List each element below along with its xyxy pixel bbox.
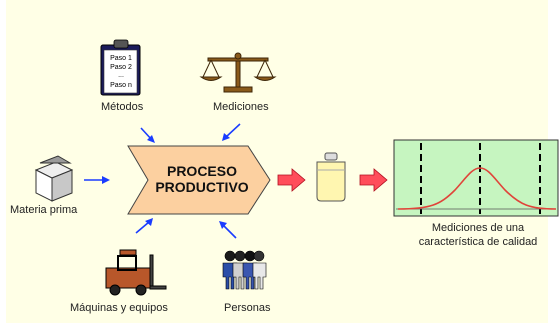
arrow-maquinas [135,218,153,234]
clipboard-line-2: Paso 2 [110,64,132,71]
label-maquinas: Máquinas y equipos [70,302,168,314]
product-jar-icon [316,152,346,202]
red-arrow-1 [277,168,306,192]
label-metodos: Métodos [101,101,144,113]
chart-caption-line1: Mediciones de una [431,222,525,234]
red-arrow-2 [359,168,388,192]
balance-scale-icon [199,52,277,93]
process-label-line2: PRODUCTIVO [155,179,248,195]
arrow-metodos [140,127,155,143]
chart-area [393,139,559,217]
people-icon [222,250,267,290]
label-personas: Personas [224,302,271,314]
quality-chart [393,139,559,217]
forklift-icon [105,249,167,296]
raw-material-box-icon [34,155,74,202]
process-label-line1: PROCESO [167,163,237,179]
clipboard-line-1: Paso 1 [110,55,132,62]
distribution-curve [397,167,557,210]
arrow-personas [219,221,237,239]
process-shape [127,145,271,215]
left-margin [0,0,6,323]
clipboard-line-3: ... [118,72,124,79]
arrow-mediciones [222,123,241,141]
arrow-materia-prima [84,176,110,184]
label-materia-prima: Materia prima [10,204,78,216]
clipboard-icon: Paso 1 Paso 2 ... Paso n [100,39,141,96]
chart-caption-line2: característica de calidad [418,236,538,248]
input-arrows [84,123,241,239]
clipboard-line-4: Paso n [110,82,132,89]
label-mediciones: Mediciones [213,101,269,113]
